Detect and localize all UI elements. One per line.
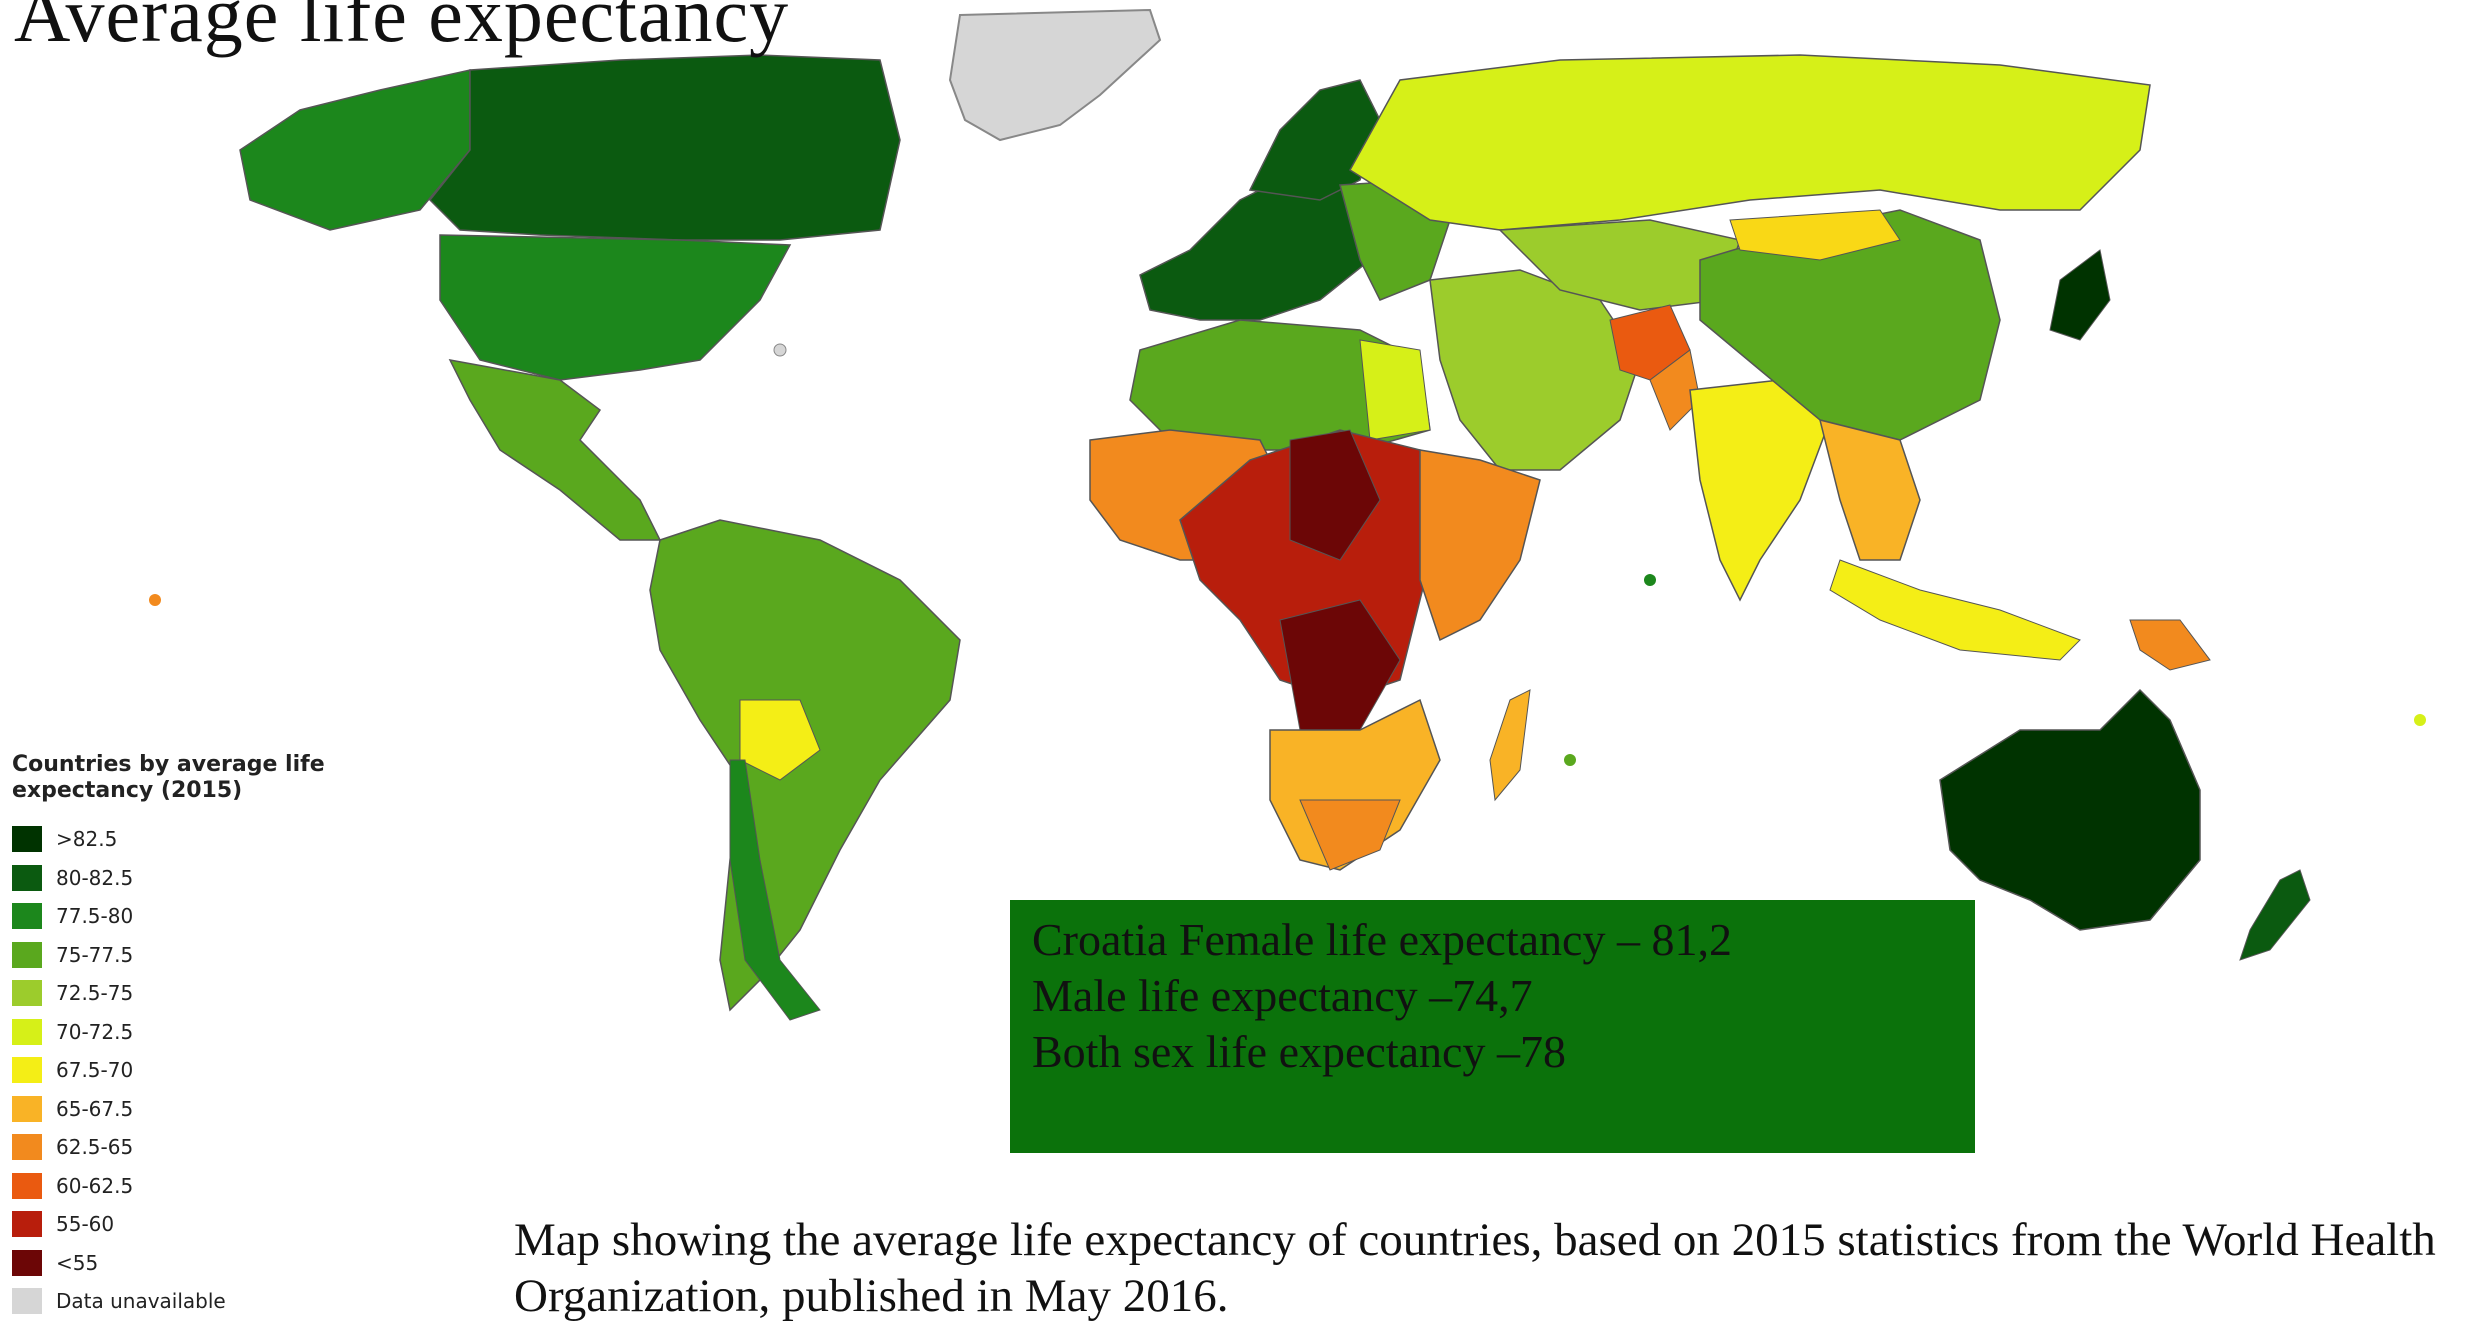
legend-swatch <box>12 941 42 968</box>
region-usa <box>439 234 792 381</box>
legend-label: 80-82.5 <box>56 865 134 890</box>
legend-swatch <box>12 1249 42 1276</box>
legend-swatch <box>12 1211 42 1238</box>
island-marker <box>2414 714 2426 726</box>
legend-swatch <box>12 826 42 853</box>
region-chad-car <box>1289 429 1381 561</box>
region-north-africa <box>1129 319 1431 451</box>
region-russia <box>1348 54 2151 231</box>
legend-item: 60-62.5 <box>12 1167 372 1206</box>
legend-label: 77.5-80 <box>56 904 134 929</box>
legend-title: Countries by average life expectancy (20… <box>12 752 325 803</box>
info-line-male: Male life expectancy –74,7 <box>1032 970 1533 1021</box>
region-south-africa <box>1299 799 1401 871</box>
legend-item: 67.5-70 <box>12 1051 372 1090</box>
region-papua-new-guinea <box>2129 619 2211 671</box>
legend-label: Data unavailable <box>56 1289 226 1314</box>
legend-item: 80-82.5 <box>12 859 372 898</box>
legend-item: 62.5-65 <box>12 1128 372 1167</box>
region-egypt <box>1359 339 1431 441</box>
region-indonesia <box>1829 559 2081 661</box>
legend-label: 72.5-75 <box>56 981 134 1006</box>
legend-item: Data unavailable <box>12 1282 372 1321</box>
legend-item: 72.5-75 <box>12 974 372 1013</box>
region-bolivia <box>739 699 821 781</box>
region-greenland <box>948 8 1162 142</box>
legend-swatch <box>12 1172 42 1199</box>
region-japan <box>2049 249 2111 341</box>
region-mexico-central-america <box>448 358 662 541</box>
legend-label: 60-62.5 <box>56 1173 134 1198</box>
legend-label: >82.5 <box>56 827 118 852</box>
island-marker <box>149 594 161 606</box>
region-scandinavia <box>1248 79 1381 201</box>
region-southeast-asia <box>1818 418 1921 561</box>
legend-swatch <box>12 1288 42 1315</box>
legend-item: 77.5-80 <box>12 897 372 936</box>
info-line-both: Both sex life expectancy –78 <box>1032 1026 1566 1077</box>
region-chile <box>729 759 821 1021</box>
island-marker <box>773 343 787 357</box>
page-title: Average life expectancy <box>14 0 790 58</box>
legend-item: <55 <box>12 1244 372 1283</box>
info-line-female: Croatia Female life expectancy – 81,2 <box>1032 914 1732 965</box>
legend-label: 65-67.5 <box>56 1096 134 1121</box>
legend-swatch <box>12 980 42 1007</box>
legend-swatch <box>12 1018 42 1045</box>
region-drc-angola <box>1279 599 1401 731</box>
croatia-info-box: Croatia Female life expectancy – 81,2 Ma… <box>1010 900 1975 1153</box>
region-south-america <box>649 519 961 1012</box>
legend-label: 75-77.5 <box>56 942 134 967</box>
legend-label: 55-60 <box>56 1212 115 1237</box>
map-legend: Countries by average life expectancy (20… <box>12 752 372 1321</box>
legend-item: 70-72.5 <box>12 1013 372 1052</box>
region-east-africa <box>1419 449 1541 642</box>
legend-label: <55 <box>56 1250 99 1275</box>
region-mongolia <box>1729 209 1901 261</box>
region-madagascar <box>1489 689 1531 802</box>
island-marker <box>1644 574 1656 586</box>
legend-label: 67.5-70 <box>56 1058 134 1083</box>
map-caption: Map showing the average life expectancy … <box>514 1214 2436 1322</box>
region-new-zealand <box>2239 869 2311 961</box>
legend-label: 70-72.5 <box>56 1019 134 1044</box>
legend-items: >82.5 80-82.5 77.5-80 75-77.5 72.5-75 70-72.5… <box>12 820 372 1321</box>
region-australia <box>1939 688 2201 931</box>
region-india <box>1689 379 1831 602</box>
island-marker <box>1564 754 1576 766</box>
region-canada <box>428 54 901 241</box>
legend-item: 55-60 <box>12 1205 372 1244</box>
legend-label: 62.5-65 <box>56 1135 134 1160</box>
legend-item: >82.5 <box>12 820 372 859</box>
legend-swatch <box>12 1134 42 1161</box>
legend-swatch <box>12 1095 42 1122</box>
legend-swatch <box>12 864 42 891</box>
legend-item: 65-67.5 <box>12 1090 372 1129</box>
legend-item: 75-77.5 <box>12 936 372 975</box>
legend-swatch <box>12 1057 42 1084</box>
legend-swatch <box>12 903 42 930</box>
